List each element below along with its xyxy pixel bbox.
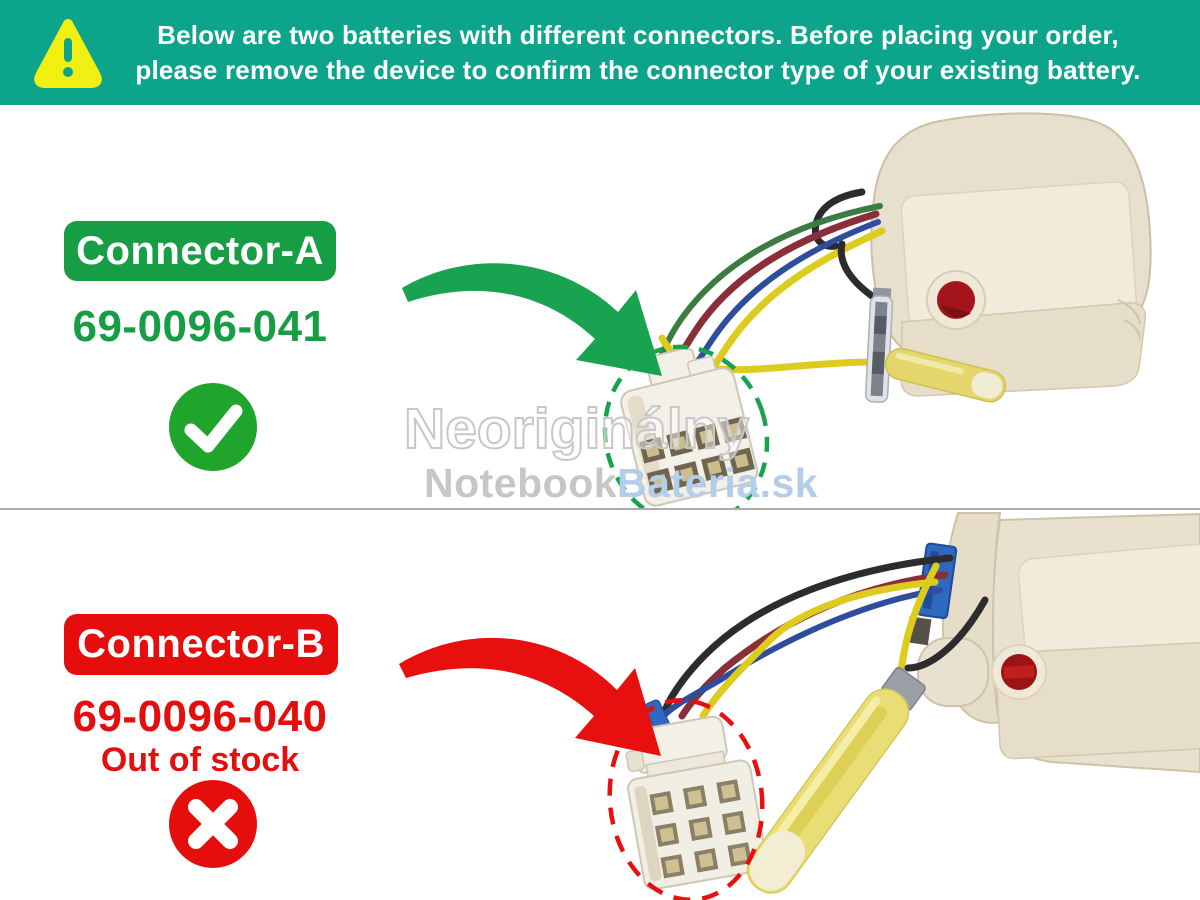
check-icon (169, 383, 257, 471)
battery-a-housing (870, 112, 1152, 397)
metal-probe (864, 287, 894, 403)
connector-a-highlight-ellipse (602, 344, 770, 510)
out-of-stock-text: Out of stock (100, 741, 300, 779)
connector-a-label: Connector-A (64, 221, 336, 281)
connector-b-highlight-ellipse (607, 697, 765, 900)
connector-b-label: Connector-B (64, 614, 338, 675)
yellow-sensor-a (884, 347, 1006, 403)
battery-b-housing (906, 512, 1200, 774)
battery-b-wires (659, 554, 989, 721)
connector-a-pins (639, 416, 755, 495)
yellow-probe-b (746, 666, 927, 894)
connector-b-part-number: 69-0096-040 (72, 692, 328, 741)
warning-banner: Below are two batteries with different c… (0, 0, 1200, 105)
connector-a-closeup (620, 347, 759, 507)
red-arrow-icon (399, 637, 661, 756)
banner-line1: Below are two batteries with different c… (157, 19, 1119, 50)
battery-photo-a (602, 112, 1152, 510)
battery-photo-b (607, 512, 1200, 900)
connector-a-part-number: 69-0096-041 (72, 302, 328, 351)
green-arrow-icon (402, 263, 662, 376)
connector-b-pins (649, 779, 752, 879)
warning-triangle-icon (34, 18, 102, 88)
cross-icon (169, 780, 257, 868)
banner-line2: please remove the device to confirm the … (135, 54, 1141, 85)
connector-b-closeup (625, 715, 768, 891)
banner-text: Below are two batteries with different c… (102, 18, 1200, 88)
section-divider (0, 508, 1200, 510)
